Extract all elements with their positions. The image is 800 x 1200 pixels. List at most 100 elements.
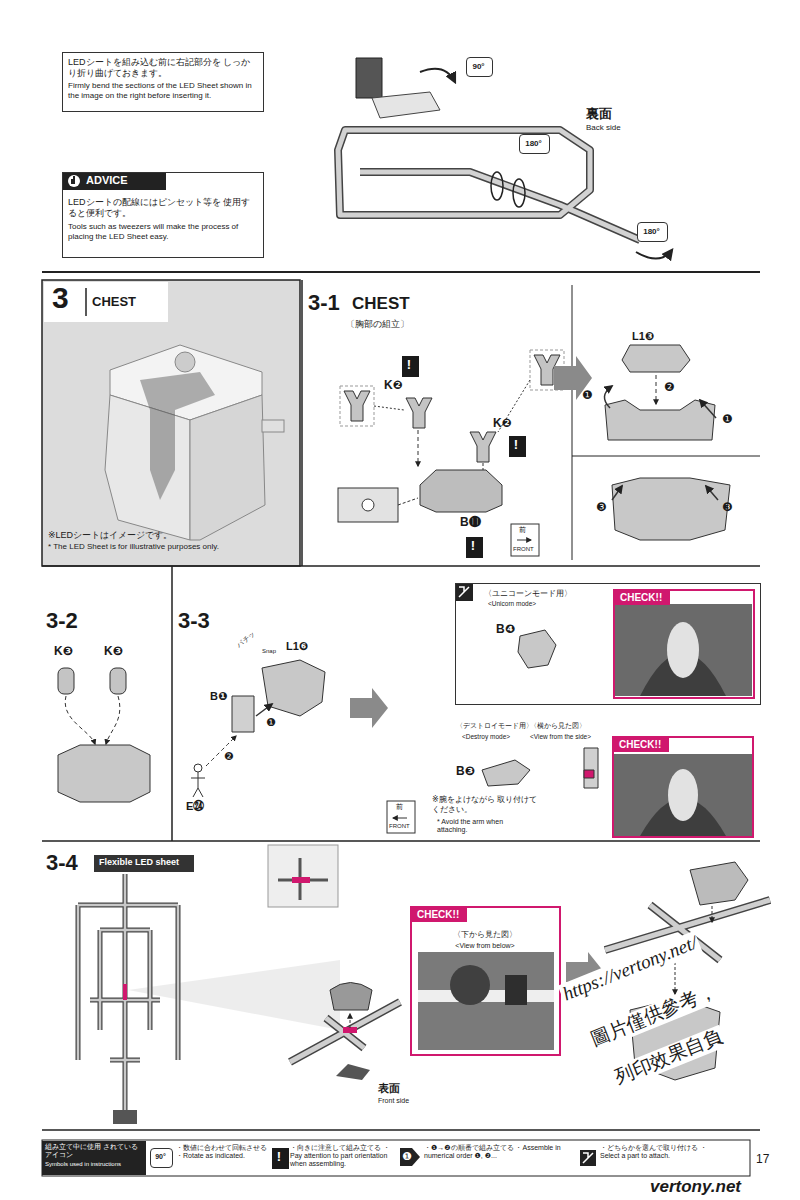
step-parts [483,463,484,470]
check-photo [667,622,699,678]
led-sheet-tree [78,874,178,1112]
select-icon [455,583,596,1166]
step-parts [511,524,539,556]
step-number: 3-3 [178,608,210,634]
step-parts [482,760,530,786]
select-icon [583,1153,593,1163]
legend-heading-text: 組み立て中に使用 されているアイコン [45,1143,143,1160]
section-number: 3 [52,280,69,316]
check-box: CHECK!! [613,589,755,699]
watermark: vertony.net [650,1177,741,1197]
panel-rule [42,280,300,566]
step-parts [584,748,598,788]
step-parts [65,696,95,744]
side-label: 裏面 [586,106,612,122]
caution-icon: ! [402,356,419,377]
check-photo [450,965,490,1005]
caution-note: * Avoid the arm when attaching. [437,818,532,835]
step-arrow [350,688,388,728]
part-number: L1❻ [286,640,308,653]
led-sheet-tree [712,906,713,922]
side-label: Front side [378,1097,409,1105]
note-box: LEDシートを組み込む前に右記部分を しっかり折り曲げておきます。Firmly … [62,52,264,112]
part-number: K❸ [54,644,73,658]
step-arrow [350,356,604,992]
check-box: CHECK!!〈下から見た図〉<View from below> [410,906,561,1056]
badge-text: 90° [151,1153,170,1161]
sheet-tab-text: Flexible LED sheet [99,857,179,868]
led-sheet-bend [513,179,525,207]
led-sheet-bend [491,172,503,200]
step-title: CHEST [352,294,410,314]
front-icon-text: FRONT [389,823,410,830]
step-parts [398,498,418,505]
led-sheet-tree [123,984,127,1000]
front-icon-text: 前 [519,526,526,534]
panel-rule [572,285,760,560]
panel-rule [42,1140,750,1176]
check-heading: CHECK!! [412,908,467,922]
part-number: B❹ [496,622,515,636]
badge-text: 90° [467,62,490,72]
option-heading: 〈デストロイモード用〉 [456,722,533,730]
option-heading: <Unicorn mode> [488,600,536,608]
part-number: K❸ [104,644,123,658]
step-parts [338,345,730,556]
chest-render [105,395,190,540]
legend-text: ・数値に合わせて回転させる ・Rotate as indicated. [176,1144,267,1159]
caution-mark: ! [466,537,480,555]
step-parts [406,398,432,428]
part-number: L1❸ [632,330,654,343]
caution-mark: ! [402,356,416,374]
advice-banner [62,172,166,190]
step-parts [262,660,325,716]
sound-effect: Snap [262,648,276,655]
part-number: E㉔ [186,800,204,813]
option-heading: <View from the side> [530,733,591,741]
led-sheet-bend [372,92,440,118]
step-parts [700,400,716,418]
led-sheet-tree [290,1002,400,1062]
legend-entry: ・❶→❷の順番で組み立てる ・Assemble in numerical ord… [424,1144,574,1160]
order-number: ❸ [722,500,733,514]
view-caption: <View from below> [412,942,558,950]
advice-banner [71,176,75,184]
advice-text: LEDシートの配線にはピンセット等を 使用すると便利です。 [68,197,258,219]
led-sheet-tree [113,1110,137,1124]
check-photo [668,769,698,821]
chest-render [190,395,265,540]
side-label: Back side [586,123,621,133]
led-sheet-tree [78,874,178,1112]
check-box: CHECK!! [612,736,754,838]
step-subtitle: 〔胸部の組立〕 [346,319,409,330]
caution-mark: ! [272,1148,286,1166]
chest-render [175,352,195,372]
led-sheet-bend [356,58,382,98]
chest-render [262,420,284,432]
check-photo [614,604,752,696]
note-text: Firmly bend the sections of the LED Shee… [68,81,258,100]
step-parts [191,772,205,797]
option-heading: <Destroy mode> [462,733,510,741]
caution-mark: ! [509,436,523,454]
led-sheet-tree [330,983,372,1011]
led-sheet-bend [420,69,455,82]
sound-effect: パチッ [235,629,256,649]
caution-icon: ! [272,1148,289,1169]
option-heading: 〈横から見た図〉 [530,722,586,730]
part-number: B⓫ [460,515,481,529]
sheet-tab: Flexible LED sheet [94,855,194,872]
side-label: 表面 [378,1082,400,1095]
check-photo [505,975,527,1005]
order-number: ❶ [266,716,276,729]
panel-rule [42,280,760,1130]
step-parts [470,432,496,462]
legend-text: ・向きに注意して組み立てる ・Pay attention to part ori… [290,1144,390,1167]
led-sheet-tree [128,960,340,1030]
step-parts [58,668,74,694]
front-icon-text: FRONT [513,546,534,553]
step-parts [605,400,715,440]
select-icon [580,1150,596,1166]
step-parts [604,386,612,408]
